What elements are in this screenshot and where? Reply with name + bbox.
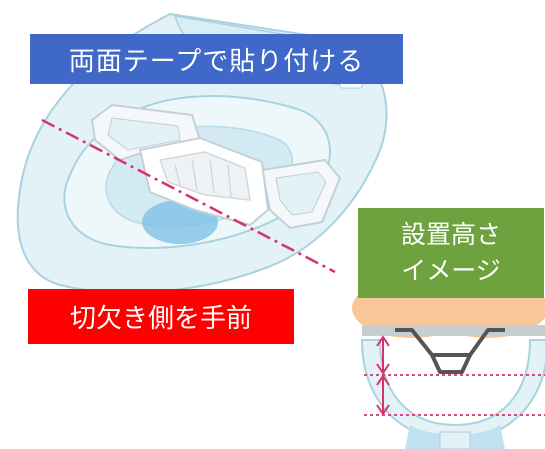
adapter-right-hole: [275, 171, 327, 216]
height-arrow-1-head-bottom: [376, 363, 390, 375]
height-arrow-2-head-top: [376, 374, 390, 386]
notch-side-label: 切欠き側を手前: [28, 289, 294, 344]
seat-cross-section: [362, 325, 545, 336]
height-label-line-1: 設置高さ: [400, 220, 501, 249]
height-label-line-2: イメージ: [401, 256, 501, 285]
installation-height-label: 設置高さ イメージ: [358, 208, 544, 298]
cross-section-view: [352, 278, 545, 449]
tape-instruction-label: 両面テープで貼り付ける: [30, 34, 403, 84]
drain-pipe: [439, 431, 471, 449]
height-arrow-1-head-top: [376, 335, 390, 347]
adapter-left-hole: [107, 117, 181, 151]
alignment-guide-line: [41, 118, 336, 274]
adapter-cross-section: [395, 328, 505, 357]
adapter-basket-grid: [174, 159, 232, 198]
adapter-frame: [90, 103, 342, 230]
height-arrow-2-head-bottom: [376, 404, 390, 416]
adapter-basket-inner: [158, 151, 251, 201]
adapter-dip: [430, 354, 472, 374]
